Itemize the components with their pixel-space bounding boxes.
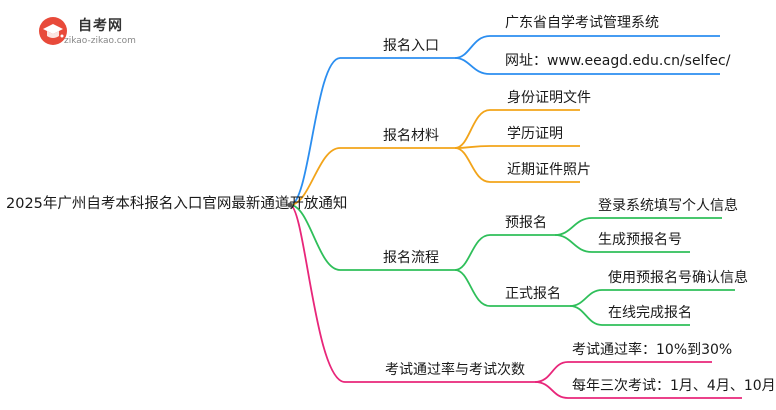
link-root-materials [289,147,341,206]
link-pre-login [554,217,593,236]
root-topic: 2025年广州自考本科报名入口官网最新通道开放通知 [6,196,348,212]
branch-materials: 报名材料 [383,128,439,144]
mindmap-links [287,35,742,399]
site-logo: 自考网 zikao-zikao.com [38,14,148,50]
link-exam-rate [534,361,569,383]
link-materials-id [454,109,491,149]
node-formal-registration: 正式报名 [505,286,561,302]
leaf-formal-online: 在线完成报名 [608,305,692,321]
link-root-entry [289,57,341,206]
node-preregistration: 预报名 [505,215,547,231]
leaf-exam-rate: 考试通过率：10%到30% [572,342,733,358]
link-entry-system [454,35,491,59]
link-materials-photo [454,147,491,183]
branch-process: 报名流程 [383,250,439,266]
link-process-formal [454,269,491,307]
leaf-pre-login: 登录系统填写个人信息 [598,198,738,214]
link-formal-online [569,305,603,326]
link-root-process [289,204,341,271]
link-root-exam [289,204,346,383]
link-process-pre [454,234,491,271]
leaf-materials-photo: 近期证件照片 [507,162,591,178]
leaf-materials-edu: 学历证明 [507,126,563,142]
leaf-formal-confirm: 使用预报名号确认信息 [608,270,748,286]
graduation-cap-icon [39,17,67,45]
branch-entry: 报名入口 [383,38,439,54]
branch-exam: 考试通过率与考试次数 [385,362,525,378]
leaf-materials-id: 身份证明文件 [507,90,591,106]
logo-subtitle: zikao-zikao.com [64,36,136,46]
logo-title: 自考网 [78,18,123,34]
link-entry-url [454,57,491,75]
leaf-exam-times: 每年三次考试：1月、4月、10月 [572,378,776,394]
link-pre-number [554,234,593,253]
leaf-entry-system: 广东省自学考试管理系统 [505,15,659,31]
root-connector-dot [287,202,293,208]
link-formal-confirm [569,289,603,307]
leaf-pre-number: 生成预报名号 [598,232,682,248]
leaf-entry-url: 网址：www.eeagd.edu.cn/selfec/ [505,53,731,69]
link-exam-times [534,381,569,399]
